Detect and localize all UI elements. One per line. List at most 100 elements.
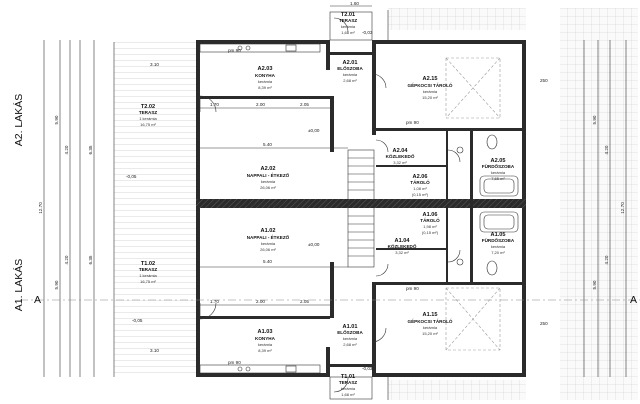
bathroom-fixtures — [456, 134, 519, 276]
svg-text:T1.02: T1.02 — [141, 261, 155, 267]
room-a102: A1.02 NAPPALI - ÉTKEZŐ kerámia 26,06 m² — [247, 228, 290, 252]
walls — [196, 40, 526, 377]
svg-text:2.05: 2.05 — [300, 299, 309, 304]
apartment-a1-title: A1. LAKÁS — [12, 259, 25, 312]
svg-text:kerámia: kerámia — [423, 325, 438, 330]
room-a101: A1.01 ELŐSZOBA kerámia 2,68 m² — [337, 324, 363, 347]
svg-text:2.05: 2.05 — [300, 102, 309, 107]
svg-text:ELŐSZOBA: ELŐSZOBA — [337, 329, 363, 335]
svg-text:7,20 m²: 7,20 m² — [491, 250, 505, 255]
svg-text:2,68 m²: 2,68 m² — [343, 342, 357, 347]
stairs — [347, 149, 375, 268]
svg-text:A2.03: A2.03 — [258, 66, 273, 72]
svg-text:GÉPKOCSI TÁROLÓ: GÉPKOCSI TÁROLÓ — [408, 317, 453, 324]
wall-label: BAUTON TÉGLA 30 CM — [240, 202, 283, 207]
svg-text:KÖZLEKEDŐ: KÖZLEKEDŐ — [388, 243, 417, 249]
vertical-dimensions-right: 5.90 5.90 12.70 4.20 4.20 — [592, 115, 625, 289]
svg-text:A2.04: A2.04 — [393, 148, 409, 154]
svg-text:26,06 m²: 26,06 m² — [260, 185, 276, 190]
svg-text:NAPPALI - ÉTKEZŐ: NAPPALI - ÉTKEZŐ — [247, 171, 290, 178]
svg-text:4.20: 4.20 — [64, 255, 69, 264]
svg-text:pm 90: pm 90 — [406, 120, 419, 125]
svg-text:A1.06: A1.06 — [423, 212, 438, 218]
svg-text:5.90: 5.90 — [592, 280, 597, 289]
svg-text:KONYHA: KONYHA — [255, 336, 276, 341]
svg-text:T2.02: T2.02 — [141, 104, 155, 110]
room-a204: A2.04 KÖZLEKEDŐ 3,32 m² — [386, 148, 415, 165]
level-mark-terrace-upper: -0,05 — [126, 174, 137, 179]
svg-text:GÉPKOCSI TÁROLÓ: GÉPKOCSI TÁROLÓ — [408, 81, 453, 88]
svg-text:A2.01: A2.01 — [343, 60, 358, 66]
svg-text:A1.15: A1.15 — [423, 312, 438, 318]
svg-text:1.60: 1.60 — [350, 1, 359, 6]
svg-text:A1.05: A1.05 — [491, 232, 506, 238]
room-a205: A2.05 FÜRDŐSZOBA kerámia 7,65 m² — [482, 158, 515, 181]
room-a104: A1.04 KÖZLEKEDŐ 3,32 m² — [388, 238, 417, 255]
svg-text:A2.15: A2.15 — [423, 76, 438, 82]
svg-text:1,98 m²: 1,98 m² — [423, 224, 437, 229]
svg-text:A2.02: A2.02 — [261, 166, 276, 172]
svg-text:KÖZLEKEDŐ: KÖZLEKEDŐ — [386, 153, 415, 159]
level-mark-entry-upper: -0,03 — [362, 30, 373, 35]
svg-text:TERASZ: TERASZ — [339, 380, 358, 385]
svg-text:A2.06: A2.06 — [413, 174, 428, 180]
svg-text:1.70: 1.70 — [210, 299, 219, 304]
svg-text:pm 90: pm 90 — [406, 286, 419, 291]
svg-text:12.70: 12.70 — [38, 202, 43, 214]
section-marker-right: A — [630, 294, 637, 306]
svg-text:2.00: 2.00 — [256, 102, 265, 107]
svg-text:TERASZ: TERASZ — [139, 110, 158, 115]
svg-text:15,20 m²: 15,20 m² — [422, 95, 438, 100]
terrace-hatching — [113, 42, 196, 377]
svg-text:1.70: 1.70 — [210, 102, 219, 107]
svg-text:3,32 m²: 3,32 m² — [393, 160, 407, 165]
svg-text:kerámia: kerámia — [341, 24, 356, 29]
room-a202: A2.02 NAPPALI - ÉTKEZŐ kerámia 26,06 m² — [247, 166, 290, 190]
room-t102: T1.02 TERASZ 1 kerámia 16,75 m² — [139, 261, 158, 284]
svg-text:5.90: 5.90 — [54, 115, 59, 124]
svg-text:kerámia: kerámia — [491, 244, 506, 249]
garage-markings — [445, 57, 501, 351]
dimension-lines — [20, 5, 640, 377]
svg-text:3,32 m²: 3,32 m² — [395, 250, 409, 255]
svg-text:kerámia: kerámia — [261, 241, 276, 246]
svg-text:TERASZ: TERASZ — [139, 267, 158, 272]
svg-text:16,75 m²: 16,75 m² — [140, 279, 156, 284]
room-a201: A2.01 ELŐSZOBA kerámia 2,68 m² — [337, 60, 363, 83]
svg-text:6.35: 6.35 — [88, 255, 93, 264]
svg-text:4.20: 4.20 — [64, 145, 69, 154]
svg-text:1,68 m²: 1,68 m² — [341, 392, 355, 397]
room-a106: A1.06 TÁROLÓ 1,98 m² (0,15 m²) — [420, 212, 440, 235]
apartment-a2-title: A2. LAKÁS — [12, 94, 25, 147]
svg-text:KONYHA: KONYHA — [255, 73, 276, 78]
svg-text:TÁROLÓ: TÁROLÓ — [420, 216, 440, 223]
svg-text:5.90: 5.90 — [592, 115, 597, 124]
svg-text:7,65 m²: 7,65 m² — [491, 176, 505, 181]
svg-text:A2.05: A2.05 — [491, 158, 506, 164]
svg-text:250: 250 — [540, 321, 548, 326]
svg-text:12.70: 12.70 — [620, 202, 625, 214]
svg-text:TÁROLÓ: TÁROLÓ — [410, 178, 430, 185]
svg-text:kerámia: kerámia — [341, 386, 356, 391]
svg-text:FÜRDŐSZOBA: FÜRDŐSZOBA — [482, 163, 515, 169]
svg-text:A1.02: A1.02 — [261, 228, 276, 234]
svg-text:A1.04: A1.04 — [395, 238, 411, 244]
svg-text:5.40: 5.40 — [263, 142, 272, 147]
svg-text:8,39 m²: 8,39 m² — [258, 348, 272, 353]
svg-text:TERASZ: TERASZ — [339, 18, 358, 23]
kitchen-counters — [199, 43, 321, 374]
svg-text:pm 90: pm 90 — [228, 48, 241, 53]
svg-text:4.20: 4.20 — [604, 145, 609, 154]
level-mark-upper: ±0,00 — [308, 128, 320, 133]
svg-text:T1.01: T1.01 — [341, 374, 355, 380]
section-marker-left: A — [34, 294, 41, 306]
svg-text:250: 250 — [540, 78, 548, 83]
level-mark-lower: ±0,00 — [308, 242, 320, 247]
level-mark-terrace-lower: -0,05 — [132, 318, 143, 323]
svg-text:15,20 m²: 15,20 m² — [422, 331, 438, 336]
svg-text:kerámia: kerámia — [261, 179, 276, 184]
svg-text:kerámia: kerámia — [343, 72, 358, 77]
room-a105: A1.05 FÜRDŐSZOBA kerámia 7,20 m² — [482, 232, 515, 255]
